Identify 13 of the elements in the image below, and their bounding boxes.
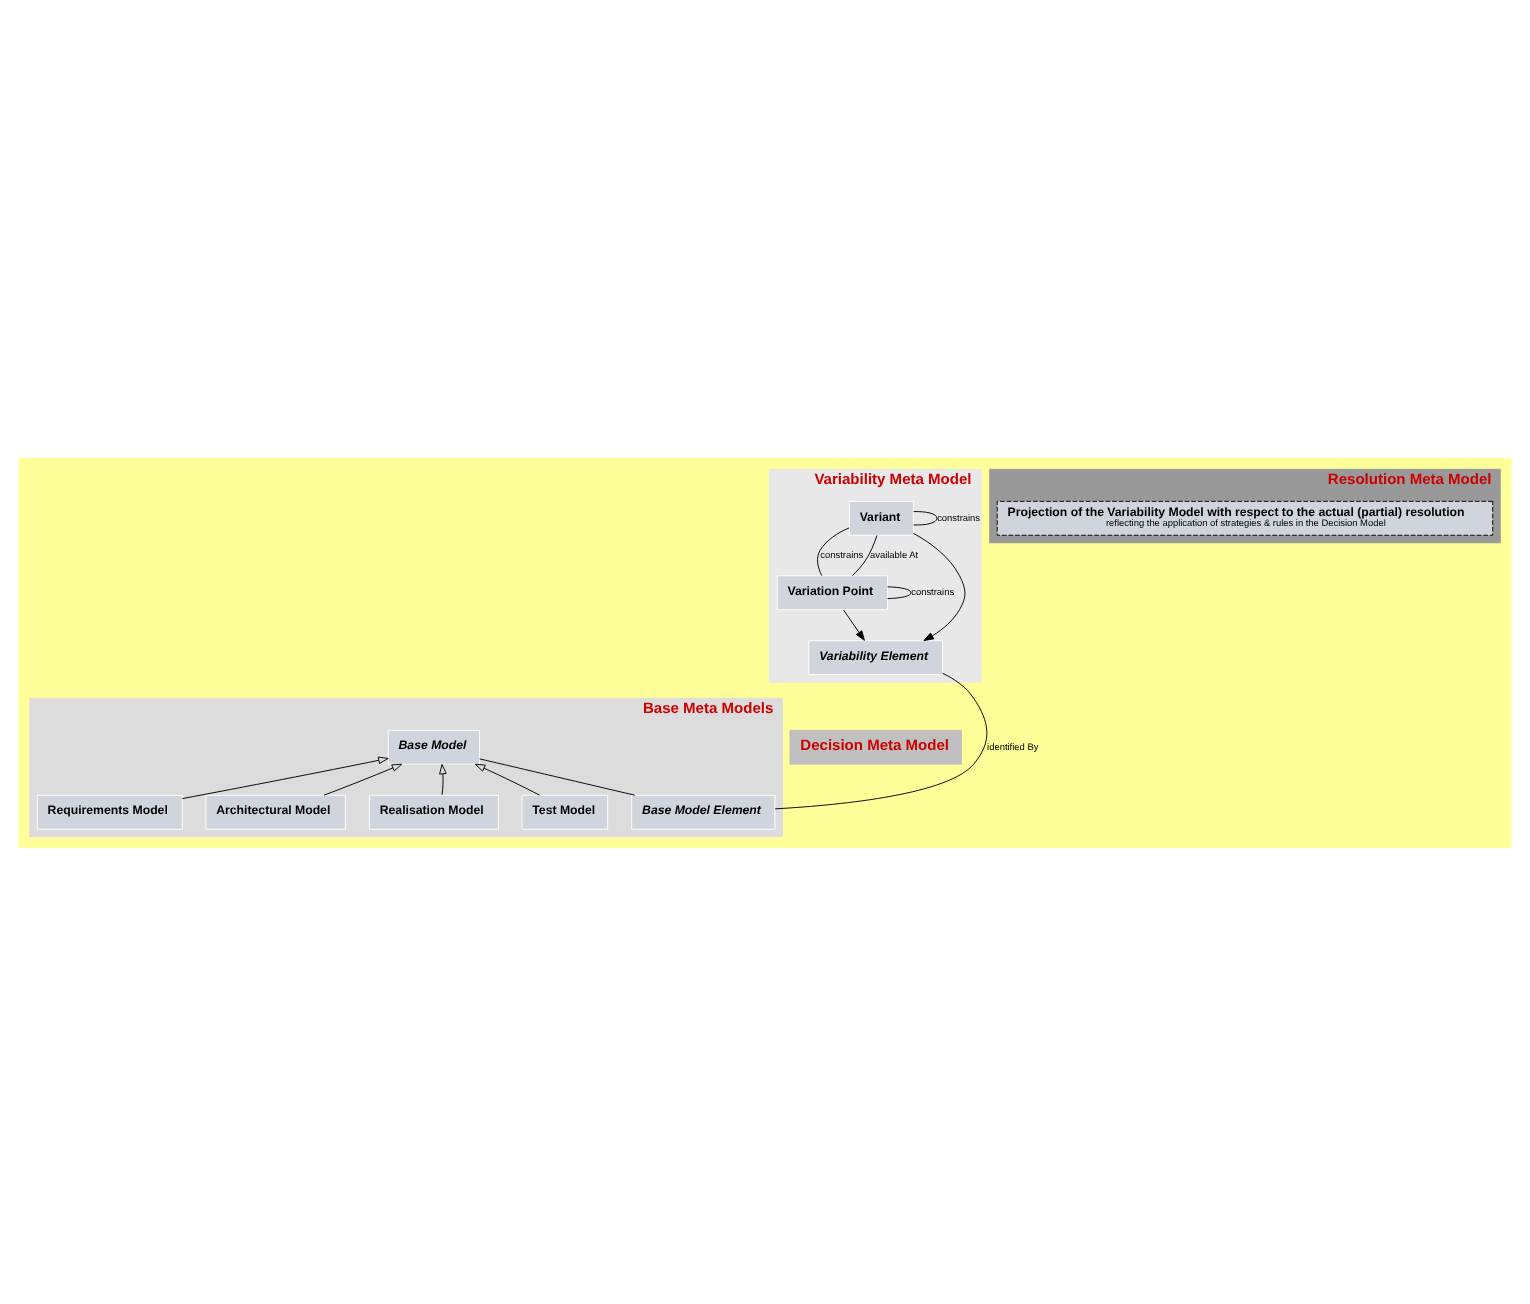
connector bbox=[479, 757, 636, 795]
node-box: Decision Meta Model bbox=[789, 728, 962, 764]
arrow bbox=[474, 762, 541, 795]
arrow bbox=[323, 762, 403, 795]
connector bbox=[817, 526, 850, 576]
arrow bbox=[439, 762, 447, 795]
connector bbox=[774, 671, 988, 809]
arrow bbox=[843, 608, 865, 640]
connector bbox=[851, 533, 878, 576]
arrow bbox=[913, 531, 966, 641]
connector bbox=[887, 585, 912, 599]
connector bbox=[913, 510, 938, 525]
arrow bbox=[181, 755, 389, 799]
